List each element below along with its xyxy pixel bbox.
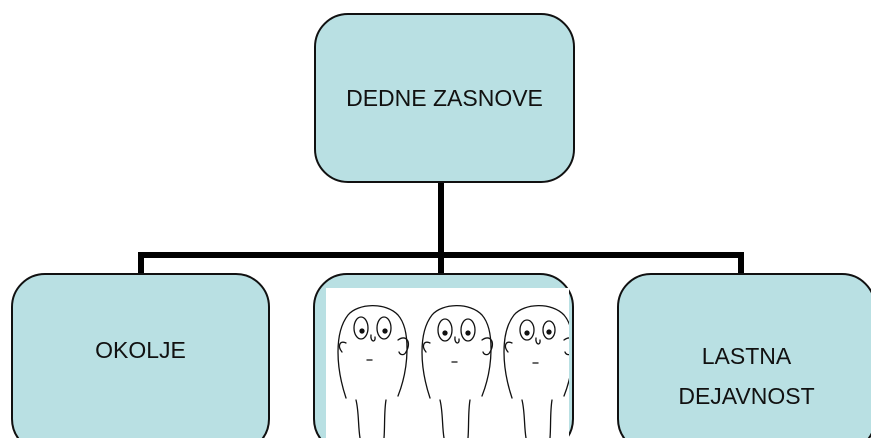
root-node-label: DEDNE ZASNOVE <box>346 84 543 111</box>
faces-illustration <box>326 288 576 438</box>
child-node-faces <box>313 273 576 438</box>
face-icon <box>503 304 576 438</box>
face-icon <box>337 304 410 438</box>
child-node-environment: OKOLJE <box>11 273 270 438</box>
connector-right <box>738 252 744 274</box>
child-node-label-line-2: DEJAVNOST <box>678 383 815 409</box>
connector-left <box>138 252 144 274</box>
child-node-label-line-1: LASTNA <box>701 343 792 369</box>
three-faces-drawing <box>337 304 576 438</box>
root-node: DEDNE ZASNOVE <box>314 13 575 183</box>
child-node-label: LASTNA DEJAVNOST <box>678 336 814 416</box>
child-node-own-activity: LASTNA DEJAVNOST <box>617 273 871 438</box>
connector-trunk <box>438 183 444 257</box>
face-icon <box>421 304 494 438</box>
child-node-label: OKOLJE <box>95 336 186 363</box>
connector-middle <box>438 252 444 274</box>
